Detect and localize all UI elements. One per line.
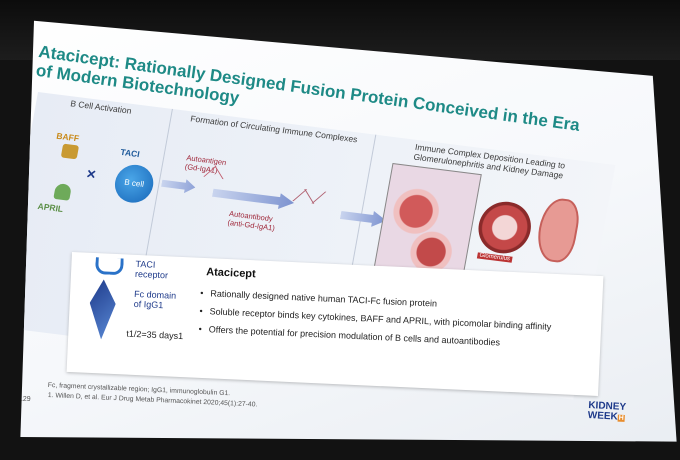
half-life-label: t1/2=35 days1 xyxy=(126,328,184,342)
page-number: 129 xyxy=(19,396,31,403)
box-title: Atacicept xyxy=(205,266,256,281)
list-item: •Rationally designed native human TACI-F… xyxy=(200,287,438,309)
block-x-icon: ✕ xyxy=(84,166,98,182)
taci-label: TACI xyxy=(119,146,141,160)
kidney-icon xyxy=(533,196,583,265)
autoantigen-icon: ⟋⟍ xyxy=(202,163,224,183)
flow-arrow xyxy=(160,176,196,194)
glomerulus-label: Glomerulus xyxy=(476,252,513,263)
baff-molecule-icon xyxy=(60,143,80,160)
flow-arrow xyxy=(211,185,295,211)
fc-domain-icon xyxy=(88,279,117,340)
section-label-b-cell-activation: B Cell Activation xyxy=(69,98,133,116)
atacicept-info-box: TACI receptor Fc domain of IgG1 t1/2=35 … xyxy=(66,252,604,397)
april-molecule-icon xyxy=(53,182,73,201)
section-divider xyxy=(348,134,377,283)
april-label: APRIL xyxy=(36,200,64,214)
b-cell-label: B cell xyxy=(123,177,145,189)
logo-line-2: WEEK xyxy=(587,410,619,423)
baff-label: BAFF xyxy=(55,130,80,144)
immune-complex-icon: ⟋⟍⟋ xyxy=(291,184,324,209)
glomerulus-icon xyxy=(474,198,536,257)
taci-receptor-label: TACI receptor xyxy=(134,258,169,281)
kidney-week-logo: KIDNEY WEEKH xyxy=(587,400,627,424)
logo-suffix: H xyxy=(617,414,625,422)
taci-receptor-icon xyxy=(95,257,124,276)
autoantibody-label: Autoantibody (anti-Gd-IgA1) xyxy=(226,208,276,233)
fc-domain-label: Fc domain of IgG1 xyxy=(133,288,177,311)
b-cell-icon: B cell xyxy=(111,162,157,205)
